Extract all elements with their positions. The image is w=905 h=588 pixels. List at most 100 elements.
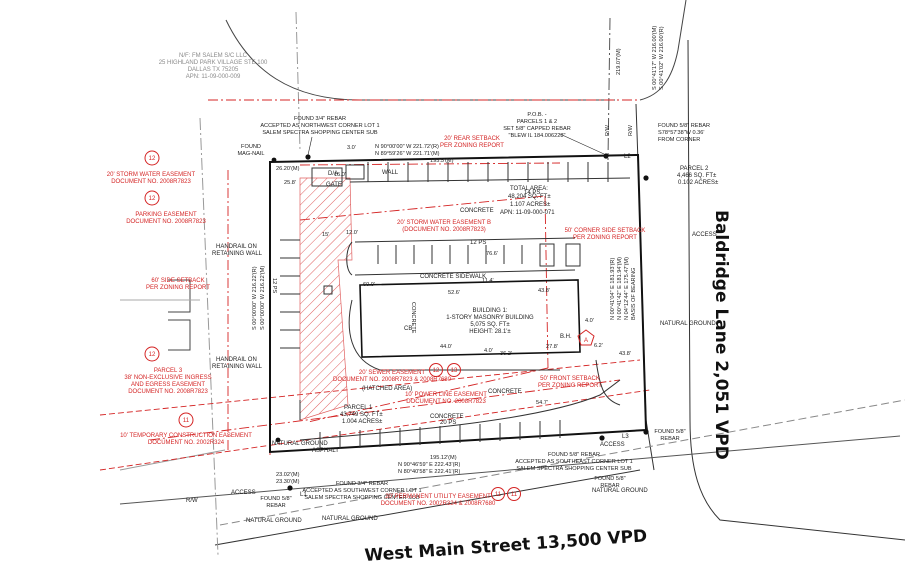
pob-1: P.O.B. - [527, 112, 546, 118]
utility-1: 20' PERMANENT UTILITY EASEMENT [385, 494, 491, 500]
svg-text:25 HIGHLAND PARK VILLAGE STE 1: 25 HIGHLAND PARK VILLAGE STE 100 [159, 60, 268, 66]
ps12: 12 PS [470, 240, 486, 246]
parcel3-4: DOCUMENT NO. 2008R7823 [128, 389, 208, 395]
ps20: 20 PS [440, 420, 456, 426]
leader [559, 133, 605, 155]
parking-2: DOCUMENT NO. 2008R7823 [126, 219, 206, 225]
parking-stripes [280, 162, 609, 450]
total-area-3: 1.107 ACRES± [510, 202, 551, 208]
sw-rebar-callout: FOUND 5/8" REBAR [260, 496, 291, 509]
bh-label: B.H. [560, 334, 572, 340]
gate-label-1: D/A [328, 171, 338, 177]
dim-120: 12.0' [346, 230, 358, 236]
sw-rebar-1: FOUND 5/8" [260, 496, 291, 502]
natural-ground-e: NATURAL GROUND [660, 321, 716, 327]
mag-nail-callout: FOUND MAG-NAIL [237, 144, 264, 157]
dim-1955: 195.5'(M) [430, 158, 454, 164]
utility-2: DOCUMENT NO. 2002R324 & 2008R7680 [381, 501, 496, 507]
parcel3-3: AND EGRESS EASEMENT [131, 382, 205, 388]
rw-label-sw: R/W [186, 498, 198, 504]
power-1: 10' POWER LINE EASEMENT [405, 392, 487, 398]
dim-40b: 4.0' [585, 318, 594, 324]
west-bearing-b: S 00°00'00" W 216.22'(M) [260, 266, 266, 330]
building-3: 5,075 SQ. FT± [470, 322, 510, 328]
handrail-2b: RETAINING WALL [212, 364, 263, 370]
ps14: 14 PS [524, 190, 540, 196]
dim-114: 11.4' [482, 278, 494, 284]
total-area-2: 48,204 SQ. FT± [508, 194, 551, 200]
rw-label-n: R/W [605, 124, 611, 136]
parking-1: PARKING EASEMENT [135, 212, 197, 218]
storm-b-2: (DOCUMENT NO. 2008R7823) [402, 227, 486, 233]
dim-150: 15.0' [334, 172, 346, 178]
boundary-bearings: N 90°00'00" W 221.72'(R) N 89°59'26" W 2… [276, 144, 460, 485]
site-labels: TOTAL AREA: 48,204 SQ. FT± 1.107 ACRES± … [186, 154, 719, 524]
owner-line-1: N/F: FM SALEM S/C LLC [179, 53, 248, 59]
sw-corner-1: FOUND 3/4" REBAR [336, 481, 388, 487]
dim-278: 27.8' [546, 344, 558, 350]
north-bearing-2: N 89°59'26" W 221.71'(M) [375, 151, 440, 157]
storm-a-2: DOCUMENT NO. 2008R7823 [111, 179, 191, 185]
sw-corner-3: SALEM SPECTRA SHOPPING CENTER SUB [304, 495, 420, 501]
s-rebar-callout: FOUND 5/8" REBAR [594, 476, 625, 489]
dim-440: 44.0' [440, 344, 452, 350]
rw-label-e: R/W [628, 124, 634, 136]
nw-corner-1: FOUND 3/4" REBAR [294, 116, 346, 122]
l2-label: L2 [624, 154, 631, 160]
svg-text:N/F: FM SALEM S/C LLC: N/F: FM SALEM S/C LLC [179, 53, 248, 59]
se-corner-callout: FOUND 5/8" REBAR ACCEPTED AS SOUTHEAST C… [515, 452, 633, 472]
storm-a-1: 20' STORM WATER EASEMENT [107, 172, 196, 178]
sidewalk-label: CONCRETE SIDEWALK [420, 274, 486, 280]
curb-islands [120, 279, 200, 351]
dim-62: 6.2' [594, 343, 603, 349]
ref-12-c: 12 [149, 352, 156, 358]
parcel1-1: PARCEL 1 [344, 405, 373, 411]
natural-ground-w: NATURAL GROUND [246, 518, 302, 524]
building-2: 1-STORY MASONRY BUILDING [446, 315, 534, 321]
corner-setback-1: 50' CORNER SIDE SETBACK [565, 228, 646, 234]
ref-13: 13 [451, 368, 458, 374]
se-corner-1: FOUND 5/8" REBAR [548, 452, 600, 458]
building-1: BUILDING 1: [472, 308, 507, 314]
e-rebar-1: FOUND 5/8" [654, 429, 685, 435]
south-bearing-3: 195.12'(M) [430, 455, 457, 461]
concrete-label-c: CONCRETE [430, 414, 464, 420]
ref-11-c: 11 [511, 492, 518, 498]
south-bearing-1: N 90°46'59" E 222.43'(R) [398, 462, 460, 468]
east-bearing-a: N 00°41'04" E 181.93'(R) [610, 258, 616, 320]
dimensions: 195.5'(M) 25.8' 15.0' 76.6' 52.6' 11.4' … [284, 158, 631, 406]
ne-rebar-3: FROM CORNER [658, 137, 700, 143]
parcel3-1: PARCEL 3 [154, 368, 183, 374]
concrete-label-south: CONCRETE [488, 389, 522, 395]
storm-b-1: 20' STORM WATER EASEMENT B [397, 220, 491, 226]
side-setback-1: 60' SIDE SETBACK [151, 278, 204, 284]
pob-4: "BLEW IL 184.006228" [509, 133, 566, 139]
temp-easement-2: DOCUMENT NO. 2002R324 [148, 440, 225, 446]
parcel2-3: 0.102 ACRES± [678, 180, 719, 186]
flood-zone-letter: A [584, 338, 588, 344]
ref-11-b: 11 [495, 492, 502, 498]
owner-line-4: APN: 11-09-000-009 [186, 74, 241, 80]
ref-12-a: 12 [149, 156, 156, 162]
dim-547: 54.7' [536, 400, 548, 406]
cb-label: CB [404, 326, 412, 332]
nw-corner-2: ACCEPTED AS NORTHWEST CORNER LOT 1 [260, 123, 379, 129]
leader [307, 136, 313, 156]
front-setback-2: PER ZONING REPORT [538, 383, 602, 389]
sw-dim-a: 23.02'(M) [276, 472, 300, 478]
gate-label-2: GATE [326, 182, 342, 188]
site-linework [299, 164, 631, 441]
monuments [271, 153, 649, 491]
ne-rebar-1: FOUND 5/8" REBAR [658, 123, 710, 129]
nw-corner-callout: FOUND 3/4" REBAR ACCEPTED AS NORTHWEST C… [260, 116, 379, 136]
ref-11-a: 11 [183, 418, 190, 424]
temp-easement-1: 10' TEMPORARY CONSTRUCTION EASEMENT [120, 433, 252, 439]
dim-766: 76.6' [486, 251, 498, 257]
rear-setback-2: PER ZONING REPORT [440, 143, 504, 149]
ne-record: 219.07'(M) [616, 48, 622, 75]
rear-setback-1: 20' REAR SETBACK [444, 136, 500, 142]
corner-setback-2: PER ZONING REPORT [573, 235, 637, 241]
sw-rebar-2: REBAR [266, 503, 285, 509]
se-corner-3: SALEM SPECTRA SHOPPING CENTER SUB [516, 466, 632, 472]
parcel2-2: 4,466 SQ. FT± [677, 173, 717, 179]
